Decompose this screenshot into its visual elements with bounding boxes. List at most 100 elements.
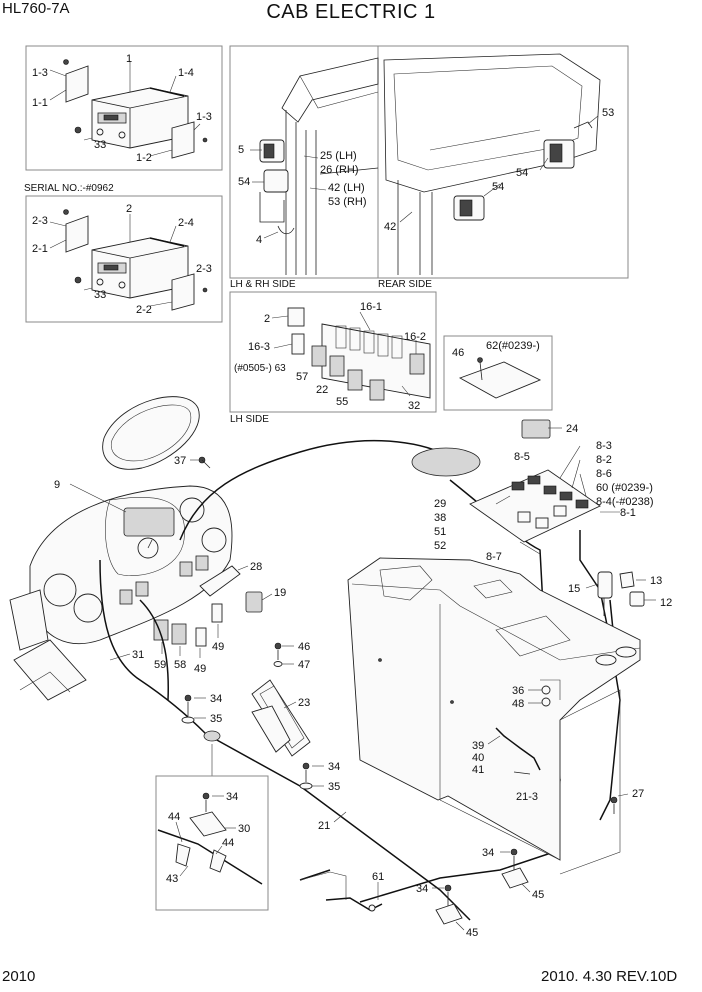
clip-detail-panel: 34 30 44 44 43: [155, 744, 269, 911]
callout-54c: 54: [516, 167, 528, 179]
switch-57: [311, 345, 327, 367]
callout-41: 41: [472, 764, 484, 776]
callout-2: 2: [126, 203, 132, 215]
callout-13: 13: [650, 575, 662, 587]
radio-serial-panel: 2 2-3 2-1 2-4 2-3 33 2-2: [25, 195, 223, 323]
callout-12: 12: [660, 597, 672, 609]
callout-49a: 49: [194, 663, 206, 675]
callout-29: 29: [434, 498, 446, 510]
callout-27: 27: [632, 788, 644, 800]
callout-8-7: 8-7: [486, 551, 502, 563]
callout-34b: 34: [328, 761, 340, 773]
callout-33a: 33: [94, 139, 106, 151]
callout-19: 19: [274, 587, 286, 599]
callout-53: 53 (RH): [328, 196, 367, 208]
callout-2-2: 2-2: [136, 304, 152, 316]
callout-44a: 44: [168, 811, 180, 823]
callout-37: 37: [174, 455, 186, 467]
callout-8-6: 8-6: [596, 468, 612, 480]
radio-panel: 1 1-3 1-1 1-4 1-3 33 1-2: [25, 45, 223, 171]
callout-24: 24: [566, 423, 578, 435]
callout-44b: 44: [222, 837, 234, 849]
callout-47: 47: [298, 659, 310, 671]
callout-40: 40: [472, 752, 484, 764]
callout-1-3: 1-3: [32, 67, 48, 79]
callout-42b: 42: [384, 221, 396, 233]
callout-1: 1: [126, 53, 132, 65]
callout-21-3: 21-3: [516, 791, 538, 803]
switch-55: [347, 369, 363, 391]
callout-26: 26 (RH): [320, 164, 359, 176]
callout-2-3: 2-3: [32, 215, 48, 227]
callout-25: 25 (LH): [320, 150, 357, 162]
bracket-panel: 46 62(#0239-): [443, 335, 553, 411]
callout-46b: 46: [298, 641, 310, 653]
callout-1-1: 1-1: [32, 97, 48, 109]
model-label: HL760-7A: [2, 0, 70, 17]
key-switch-15: [597, 571, 613, 599]
callout-33b: 33: [94, 289, 106, 301]
callout-2b: 2: [264, 313, 270, 325]
cab-side-rear-panel: 5 25 (LH) 26 (RH) 54 42 (LH) 53 (RH) 4 L…: [229, 45, 629, 290]
switch-32: [369, 379, 385, 401]
dashboard: [9, 485, 233, 701]
date-revision: 2010. 4.30 REV.10D: [541, 968, 678, 985]
callout-57: 57: [296, 371, 308, 383]
callout-8-4: 8-4(-#0238): [596, 496, 653, 508]
mirror-frame: [102, 396, 200, 470]
label-rear-side: REAR SIDE: [378, 279, 432, 290]
callout-54a: 54: [238, 176, 250, 188]
callout-1-4: 1-4: [178, 67, 194, 79]
callout-51: 51: [434, 526, 446, 538]
callout-48: 48: [512, 698, 524, 710]
callout-16-2: 16-2: [404, 331, 426, 343]
callout-23: 23: [298, 697, 310, 709]
callout-8-1: 8-1: [620, 507, 636, 519]
callout-34a: 34: [210, 693, 222, 705]
switch-plate: [469, 419, 620, 555]
switch-58: [171, 623, 187, 645]
callout-28: 28: [250, 561, 262, 573]
callout-45b: 45: [466, 927, 478, 939]
switch-19: [245, 591, 263, 613]
callout-63: (#0505-) 63: [234, 363, 286, 374]
serial-note: SERIAL NO.:-#0962: [24, 183, 114, 194]
label-lh-rh-side: LH & RH SIDE: [230, 279, 296, 290]
callout-62: 62(#0239-): [486, 340, 540, 352]
callout-8-5: 8-5: [514, 451, 530, 463]
callout-31: 31: [132, 649, 144, 661]
callout-1-2: 1-2: [136, 152, 152, 164]
callout-43: 43: [166, 873, 178, 885]
callout-54b: 54: [492, 181, 504, 193]
callout-35a: 35: [210, 713, 222, 725]
callout-1-3b: 1-3: [196, 111, 212, 123]
callout-34e: 34: [416, 883, 428, 895]
callout-30: 30: [238, 823, 250, 835]
callout-2-3b: 2-3: [196, 263, 212, 275]
callout-15: 15: [568, 583, 580, 595]
callout-55: 55: [336, 396, 348, 408]
page-number: 2010: [2, 968, 36, 985]
callout-5: 5: [238, 144, 244, 156]
callout-32: 32: [408, 400, 420, 412]
callout-53b: 53: [602, 107, 614, 119]
callout-36: 36: [512, 685, 524, 697]
callout-52: 52: [434, 540, 446, 552]
callout-38: 38: [434, 512, 446, 524]
callout-46a: 46: [452, 347, 464, 359]
callout-8-3: 8-3: [596, 440, 612, 452]
callout-9: 9: [54, 479, 60, 491]
callout-16-1: 16-1: [360, 301, 382, 313]
lamp-54-lh: [263, 169, 289, 193]
callout-49b: 49: [212, 641, 224, 653]
callout-22: 22: [316, 384, 328, 396]
callout-21: 21: [318, 820, 330, 832]
bracket-1-1: [65, 65, 89, 103]
label-lh-side: LH SIDE: [230, 414, 269, 425]
callout-35b: 35: [328, 781, 340, 793]
callout-61: 61: [372, 871, 384, 883]
page-title: CAB ELECTRIC 1: [266, 1, 436, 23]
callout-42: 42 (LH): [328, 182, 365, 194]
grommet-plate: [411, 447, 481, 477]
